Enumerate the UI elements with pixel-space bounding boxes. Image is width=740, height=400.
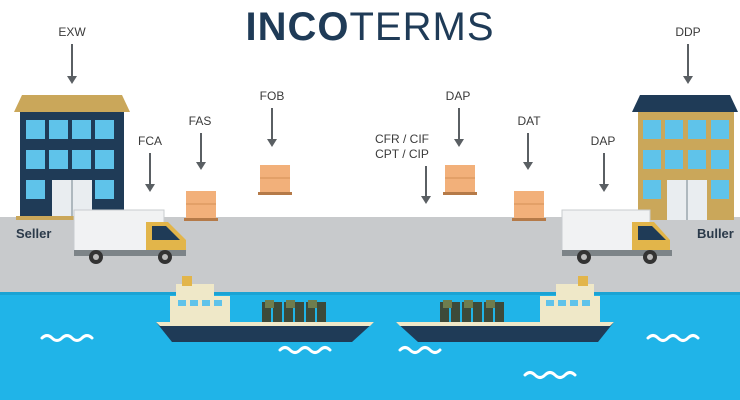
label-fca: FCA bbox=[138, 134, 162, 148]
label-fob: FOB bbox=[259, 89, 285, 103]
ship-left bbox=[156, 276, 374, 342]
wave bbox=[398, 346, 442, 354]
arrows bbox=[67, 44, 693, 204]
page-title: INCOTERMS bbox=[0, 3, 740, 51]
wave bbox=[40, 334, 94, 342]
truck-right bbox=[561, 209, 672, 264]
label-cpt-cip: CPT / CIP bbox=[375, 147, 429, 161]
arrow-fas-head bbox=[196, 162, 206, 170]
cargo-box-fas bbox=[184, 191, 218, 221]
cargo-box-dat bbox=[512, 191, 546, 221]
truck-left bbox=[73, 209, 186, 264]
arrow-dap-center-head bbox=[454, 139, 464, 147]
label-fas: FAS bbox=[188, 114, 212, 128]
label-dat: DAT bbox=[517, 114, 541, 128]
sea bbox=[0, 292, 740, 400]
seller-label: Seller bbox=[16, 226, 52, 241]
wave bbox=[523, 371, 577, 379]
wave bbox=[278, 346, 332, 354]
wave bbox=[646, 334, 700, 342]
shoreline bbox=[0, 292, 740, 295]
arrow-fob-head bbox=[267, 139, 277, 147]
label-ddp: DDP bbox=[675, 25, 701, 39]
waves bbox=[40, 334, 700, 379]
buyer-building bbox=[632, 95, 738, 220]
label-dap-center: DAP bbox=[445, 89, 471, 103]
arrow-dat-head bbox=[523, 162, 533, 170]
buyer-label: Buller bbox=[697, 226, 734, 241]
cargo-box-fob bbox=[258, 165, 292, 195]
arrow-dap-right-head bbox=[599, 184, 609, 192]
arrow-exw-head bbox=[67, 76, 77, 84]
ship-right bbox=[396, 276, 614, 342]
label-cfr-cif: CFR / CIF bbox=[375, 132, 429, 146]
arrow-cfr-head bbox=[421, 196, 431, 204]
title-light: TERMS bbox=[349, 5, 495, 49]
label-dap-right: DAP bbox=[590, 134, 616, 148]
arrow-ddp-head bbox=[683, 76, 693, 84]
cargo-box-dap bbox=[443, 165, 477, 195]
arrow-fca-head bbox=[145, 184, 155, 192]
title-bold: INCO bbox=[245, 5, 350, 49]
label-exw: EXW bbox=[58, 25, 86, 39]
seller-building bbox=[14, 95, 130, 220]
